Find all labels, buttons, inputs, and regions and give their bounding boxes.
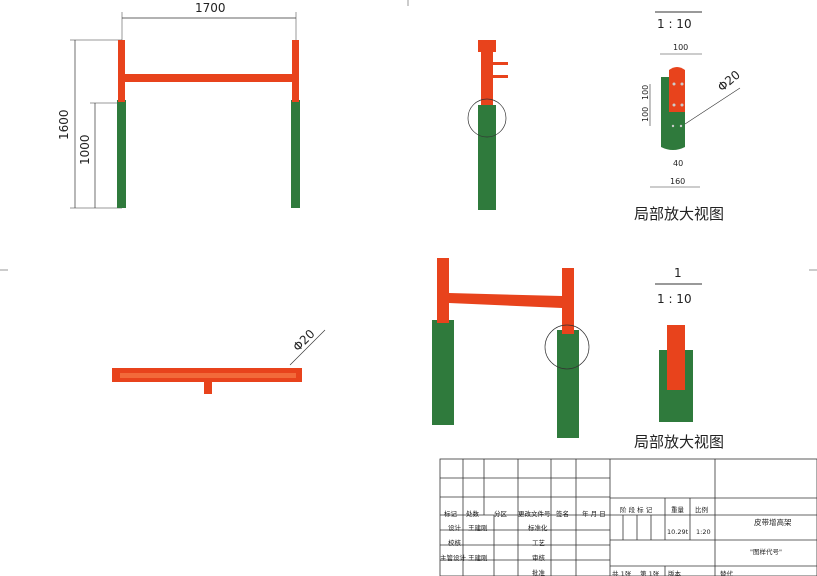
svg-text:局部放大视图: 局部放大视图 — [634, 433, 724, 451]
svg-text:Φ20: Φ20 — [290, 327, 317, 354]
svg-text:160: 160 — [670, 177, 685, 186]
front-view: 1700 1600 1000 — [57, 1, 300, 209]
title-block-grid — [439, 458, 817, 576]
svg-text:40: 40 — [673, 159, 683, 168]
top-view: Φ20 — [112, 327, 326, 394]
dim-width: 1700 — [195, 1, 226, 15]
title-block: 标记 处数 分区 更改文件号 签名 年 月 日 设计 王建刚 标准化 校核 工艺… — [440, 506, 792, 576]
svg-text:100: 100 — [641, 85, 650, 100]
dim-height-total: 1600 — [57, 109, 71, 140]
svg-text:100: 100 — [673, 43, 688, 52]
svg-text:Φ20: Φ20 — [715, 68, 743, 95]
svg-text:1: 1 — [674, 266, 682, 280]
svg-text:1 : 10: 1 : 10 — [657, 17, 692, 31]
drawing-title: 皮带增高架 — [754, 518, 792, 527]
svg-text:局部放大视图: 局部放大视图 — [634, 205, 724, 223]
drawing-number: "图样代号" — [750, 548, 782, 556]
dim-height-lower: 1000 — [78, 134, 92, 165]
side-view — [467, 40, 508, 210]
svg-text:100: 100 — [641, 107, 650, 122]
detail-view-1: 1 : 10 100 100 100 Φ20 40 160 局部放大视图 — [634, 11, 743, 223]
svg-text:1 : 10: 1 : 10 — [657, 292, 692, 306]
isometric-view — [432, 258, 590, 438]
detail-view-2: 1 1 : 10 局部放大视图 — [634, 266, 724, 451]
